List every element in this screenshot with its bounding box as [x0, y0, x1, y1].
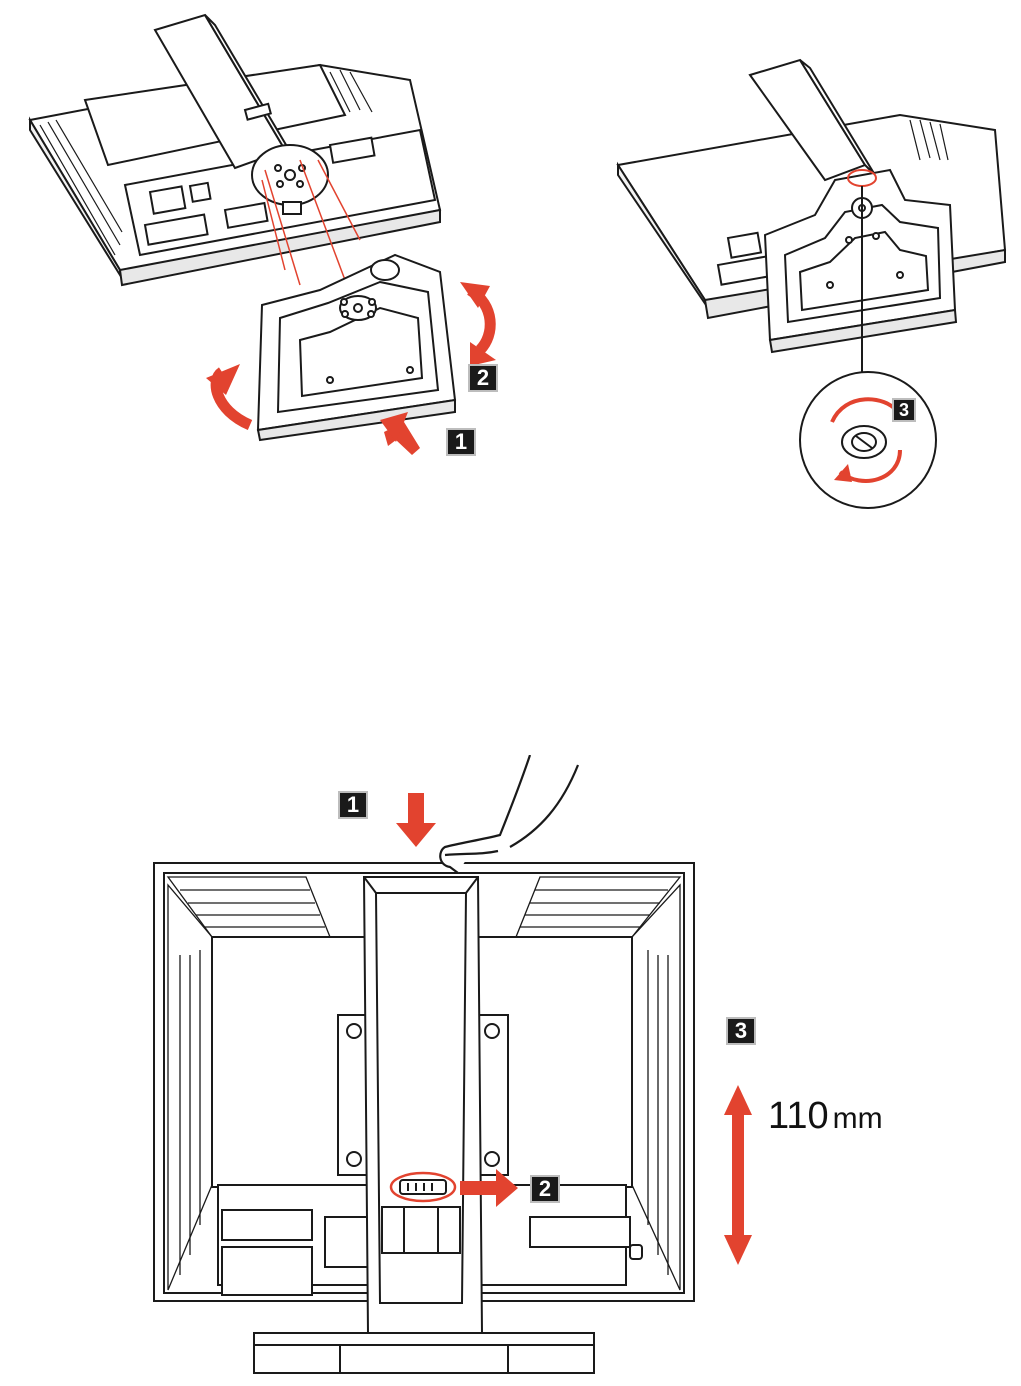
- push-down-arrow-icon: [396, 793, 436, 847]
- lock-release-button-icon: [400, 1180, 446, 1194]
- step-badge-press: 1: [338, 791, 368, 819]
- secure-screw-illustration: [600, 40, 1021, 520]
- attach-base-illustration: [0, 0, 520, 520]
- screw-icon: [842, 426, 886, 458]
- step-badge-rotate: 2: [468, 364, 498, 392]
- height-adjust-illustration: [120, 755, 820, 1380]
- screw-detail-zoom: [800, 372, 936, 508]
- height-range-value: 110: [768, 1095, 829, 1137]
- step-badge-screw: 3: [892, 398, 916, 422]
- stand-column-illustration: [364, 877, 482, 1333]
- height-arrow-icon: [724, 1085, 752, 1265]
- attach-base-diagram: 2 1: [0, 0, 520, 520]
- hand-icon: [440, 755, 578, 873]
- height-range-unit: mm: [833, 1102, 883, 1135]
- step-badge-push: 1: [446, 428, 476, 456]
- secure-screw-diagram: 3: [600, 40, 1021, 520]
- stand-base-illustration: [254, 1333, 594, 1373]
- step-badge-slide: 2: [530, 1175, 560, 1203]
- step-badge-height: 3: [726, 1017, 756, 1045]
- stand-base-illustration: [258, 255, 455, 440]
